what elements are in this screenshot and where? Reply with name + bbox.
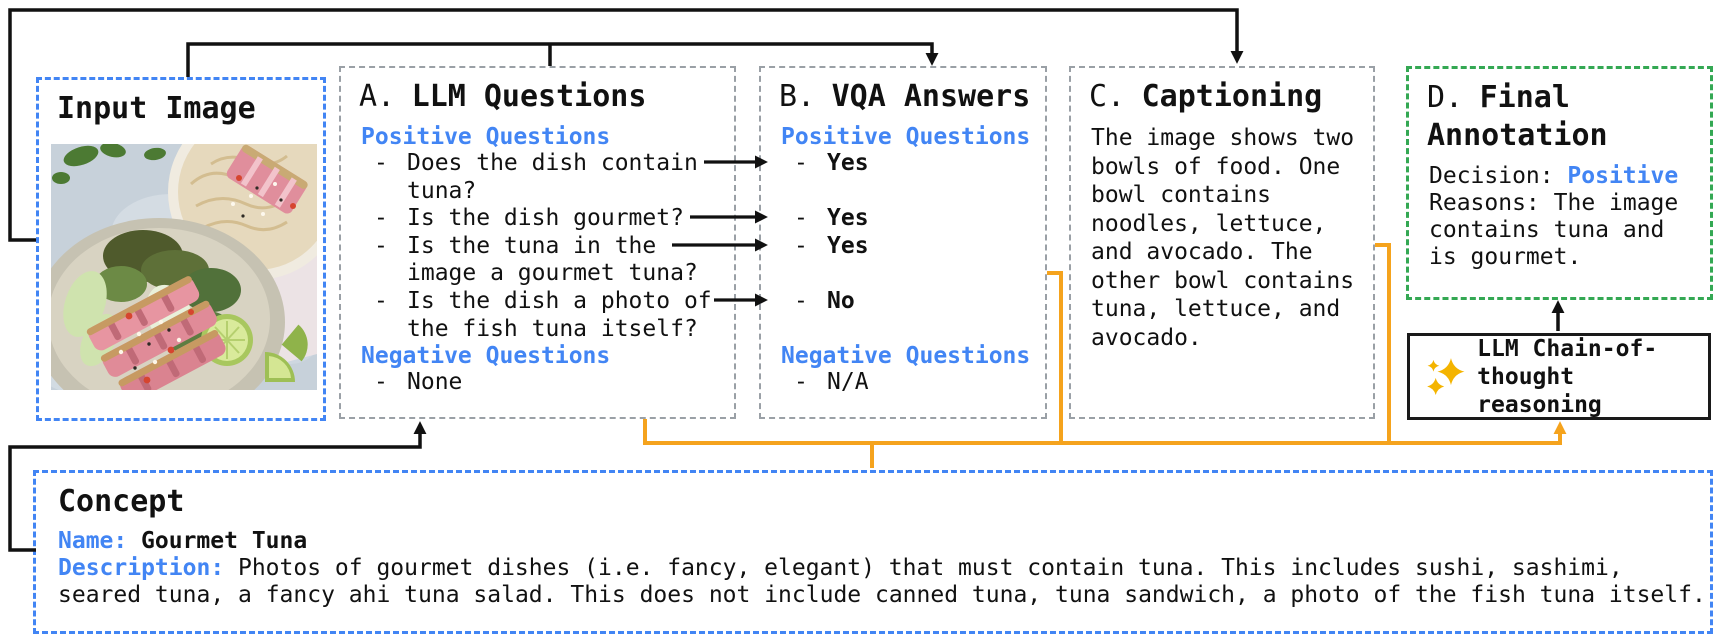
lime-wedges xyxy=(265,324,308,382)
orange-vqa-exit xyxy=(1047,271,1063,443)
bullet: - xyxy=(374,205,388,232)
concept-panel: Concept Name: Gourmet Tuna Description:Ph… xyxy=(33,470,1713,634)
tuna-slices xyxy=(86,276,226,390)
question-row: -Is the dish a photo of xyxy=(374,287,712,314)
bullet: - xyxy=(374,369,388,396)
question-row: -Does the dish contain xyxy=(374,150,698,176)
positive-questions-heading: Positive Questions xyxy=(781,124,1031,150)
question-row-cont: image a gourmet tuna? xyxy=(407,260,698,287)
vqa-answers-panel: B.VQA Answers Positive Questions -Yes -Y… xyxy=(759,66,1047,419)
tuna-bowl xyxy=(51,218,285,390)
bullet: - xyxy=(374,287,388,314)
negative-questions-heading: Negative Questions xyxy=(781,343,1031,370)
bullet: - xyxy=(374,232,388,259)
negative-question-row: -None xyxy=(374,369,463,396)
decision-line: Decision:Positive xyxy=(1429,163,1679,189)
concept-title: Concept xyxy=(58,484,185,519)
answer-row: -Yes xyxy=(794,150,869,176)
input-image-panel: Input Image xyxy=(36,77,326,421)
llm-questions-title: A.LLM Questions xyxy=(359,79,647,114)
concept-name-line: Name: Gourmet Tuna xyxy=(58,527,1710,555)
final-annotation-title: D.Final Annotation xyxy=(1427,80,1608,153)
question-row-cont: the fish tuna itself? xyxy=(407,315,698,342)
decision-value: Positive xyxy=(1567,163,1679,189)
answer-row: -No xyxy=(794,287,855,314)
orange-caption-exit xyxy=(1375,243,1391,443)
bullet: - xyxy=(794,205,808,232)
chain-of-thought-label: LLM Chain-of- thought reasoning xyxy=(1477,335,1658,418)
question-row-cont: tuna? xyxy=(407,177,477,204)
bullet: - xyxy=(794,369,808,396)
answer-row: -Yes xyxy=(794,205,869,232)
bullet: - xyxy=(794,232,808,259)
input-photo xyxy=(51,144,317,390)
vqa-answers-title: B.VQA Answers xyxy=(779,79,1031,114)
captioning-panel: C.Captioning The image shows two bowls o… xyxy=(1069,66,1375,419)
name-label: Name: xyxy=(58,528,128,554)
captioning-title: C.Captioning xyxy=(1089,79,1323,114)
final-annotation-panel: D.Final Annotation Decision:Positive Rea… xyxy=(1406,66,1713,300)
negative-questions-heading: Negative Questions xyxy=(361,343,611,370)
orange-bus-to-cot xyxy=(643,419,1567,445)
concept-description: Description:Photos of gourmet dishes (i.… xyxy=(58,555,1706,608)
description-label: Description: xyxy=(58,555,225,581)
llm-questions-panel: A.LLM Questions Positive Questions -Does… xyxy=(339,66,736,419)
question-row: -Is the tuna in the xyxy=(374,232,657,259)
bullet: - xyxy=(794,287,808,314)
question-row: -Is the dish gourmet? xyxy=(374,205,684,232)
answer-row: -Yes xyxy=(794,232,869,259)
chili-flakes xyxy=(125,309,194,384)
reasons-text: Reasons: The image contains tuna and is … xyxy=(1429,190,1679,270)
negative-answer-row: -N/A xyxy=(794,369,869,396)
sparkles-icon xyxy=(1427,357,1465,395)
bullet: - xyxy=(794,150,808,176)
name-value: Gourmet Tuna xyxy=(141,528,308,554)
caption-text: The image shows two bowls of food. One b… xyxy=(1091,125,1355,351)
positive-questions-heading: Positive Questions xyxy=(361,124,611,150)
chain-of-thought-box: LLM Chain-of- thought reasoning xyxy=(1407,333,1711,420)
input-image-title: Input Image xyxy=(57,91,256,126)
bullet: - xyxy=(374,150,388,176)
